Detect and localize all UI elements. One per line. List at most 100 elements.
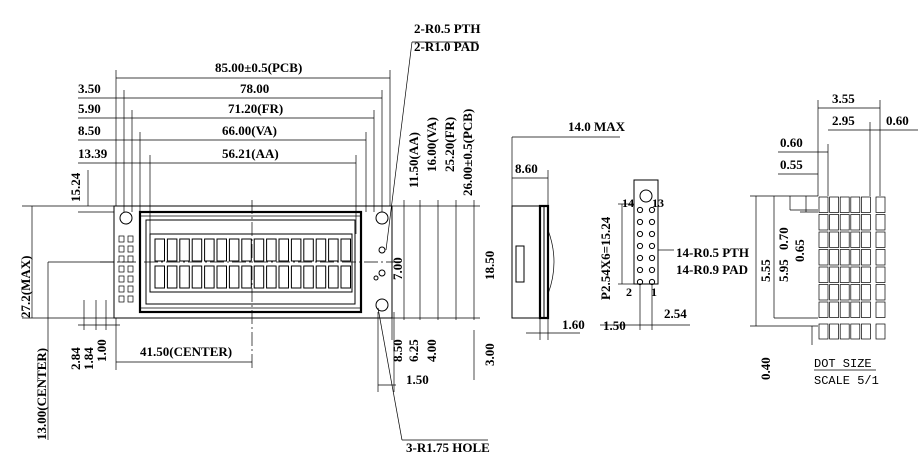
pixel-dot <box>839 266 850 283</box>
dim-0-60b: 0.60 <box>780 135 803 150</box>
mounting-hole <box>375 298 389 312</box>
pin-label-1: 1 <box>651 285 657 299</box>
dim-5-55: 5.55 <box>758 259 773 282</box>
dim-height-max: 27.2(MAX) <box>18 256 33 318</box>
pin-label-2: 2 <box>626 285 632 299</box>
connector-pad <box>118 275 125 283</box>
character-cell <box>154 265 165 289</box>
dim-4-00: 4.00 <box>424 339 439 362</box>
pixel-dot <box>818 266 829 283</box>
pth-pad <box>378 269 386 277</box>
note-pin-pad: 14-R0.9 PAD <box>676 262 748 277</box>
pixel-dot <box>839 249 850 266</box>
dim-3-00: 3.00 <box>482 343 497 366</box>
character-cell <box>328 265 339 289</box>
pixel-dot <box>839 196 850 213</box>
character-cell <box>191 238 203 262</box>
note-pin-pth: 14-R0.5 PTH <box>676 245 749 260</box>
pixel-dot <box>839 214 850 231</box>
connector-pad <box>127 235 134 243</box>
pixel-dot <box>861 301 871 318</box>
mounting-hole <box>119 211 133 225</box>
pin-header-body <box>633 179 659 285</box>
pixel-dot <box>875 284 886 301</box>
character-cell <box>228 238 240 262</box>
pixel-dot <box>850 196 861 213</box>
character-cell <box>204 265 215 289</box>
pixel-dot <box>829 196 839 213</box>
dim-8-50b: 8.50 <box>390 339 405 362</box>
pixel-dot <box>861 214 871 231</box>
header-pin <box>648 254 656 262</box>
dim-center-v: 13.00(CENTER) <box>34 348 49 440</box>
connector-pad <box>118 245 125 253</box>
connector-pad <box>118 235 125 243</box>
pixel-dot <box>875 301 886 318</box>
pth-pad <box>373 275 379 281</box>
pixel-dot <box>839 231 850 248</box>
caption-scale: SCALE 5/1 <box>814 374 879 388</box>
connector-pad <box>118 295 125 303</box>
dim-fr-width: 71.20(FR) <box>228 101 283 116</box>
pixel-dot <box>875 196 886 213</box>
dim-78: 78.00 <box>240 81 269 96</box>
pixel-dot <box>829 231 839 248</box>
header-pin <box>636 266 644 274</box>
character-cell <box>253 265 265 289</box>
header-pin <box>636 206 644 214</box>
character-cell <box>266 238 277 262</box>
pixel-dot <box>818 284 829 301</box>
pixel-dot <box>839 284 850 301</box>
dim-13-39: 13.39 <box>78 146 108 161</box>
pixel-dot <box>818 249 829 266</box>
connector-pads <box>118 235 134 303</box>
pixel-dot <box>875 214 886 231</box>
pixel-dot <box>875 266 886 283</box>
pin-grid <box>636 206 656 286</box>
dim-5-95: 5.95 <box>776 259 791 282</box>
header-pin <box>648 206 656 214</box>
dim-pin-1-50: 1.50 <box>603 318 626 333</box>
cursor-dot <box>829 323 839 340</box>
side-view: 14.0 MAX 8.60 1.60 <box>511 119 626 340</box>
pin-view: P2.54X6=15.24 14 13 2 1 14-R0.5 PTH 14-R… <box>598 179 749 333</box>
dim-va-width: 66.00(VA) <box>222 123 277 138</box>
pixel-dot <box>829 284 839 301</box>
dim-pcb-width: 85.00±0.5(PCB) <box>215 60 302 75</box>
cursor-dot <box>839 323 850 340</box>
pixel-dot <box>818 231 829 248</box>
dim-14-max: 14.0 MAX <box>568 119 626 134</box>
pixel-dot <box>829 249 839 266</box>
header-pin <box>636 230 644 238</box>
dim-1-84: 1.84 <box>81 347 96 370</box>
character-cell <box>179 238 190 262</box>
dim-7-00: 7.00 <box>390 257 405 280</box>
active-area <box>149 233 353 293</box>
cursor-dot <box>818 323 829 340</box>
connector-pad <box>127 265 134 273</box>
dim-15-24: 15.24 <box>68 172 83 202</box>
pixel-dot <box>850 249 861 266</box>
connector-pad <box>127 285 134 293</box>
connector-pad <box>118 255 125 263</box>
note-pad: 2-R1.0 PAD <box>414 39 479 54</box>
dim-aa-width: 56.21(AA) <box>222 146 279 161</box>
character-cell <box>216 238 227 262</box>
dim-8-50: 8.50 <box>78 123 101 138</box>
dim-2-84: 2.84 <box>68 347 83 370</box>
pixel-dot <box>875 231 886 248</box>
dim-aa-height: 11.50(AA) <box>406 132 421 188</box>
cursor-dot <box>850 323 861 340</box>
pin-label-13: 13 <box>652 196 664 210</box>
character-cell <box>303 238 314 262</box>
dim-0-70: 0.70 <box>776 227 791 250</box>
pixel-dot <box>861 196 871 213</box>
dim-1-50: 1.50 <box>406 372 429 387</box>
dim-pin-2-54: 2.54 <box>664 306 687 321</box>
character-cell <box>303 265 314 289</box>
cursor-dot <box>861 323 871 340</box>
dim-0-40: 0.40 <box>758 357 773 380</box>
dim-6-25: 6.25 <box>406 339 421 362</box>
character-cell <box>166 238 178 262</box>
pixel-dot <box>818 301 829 318</box>
